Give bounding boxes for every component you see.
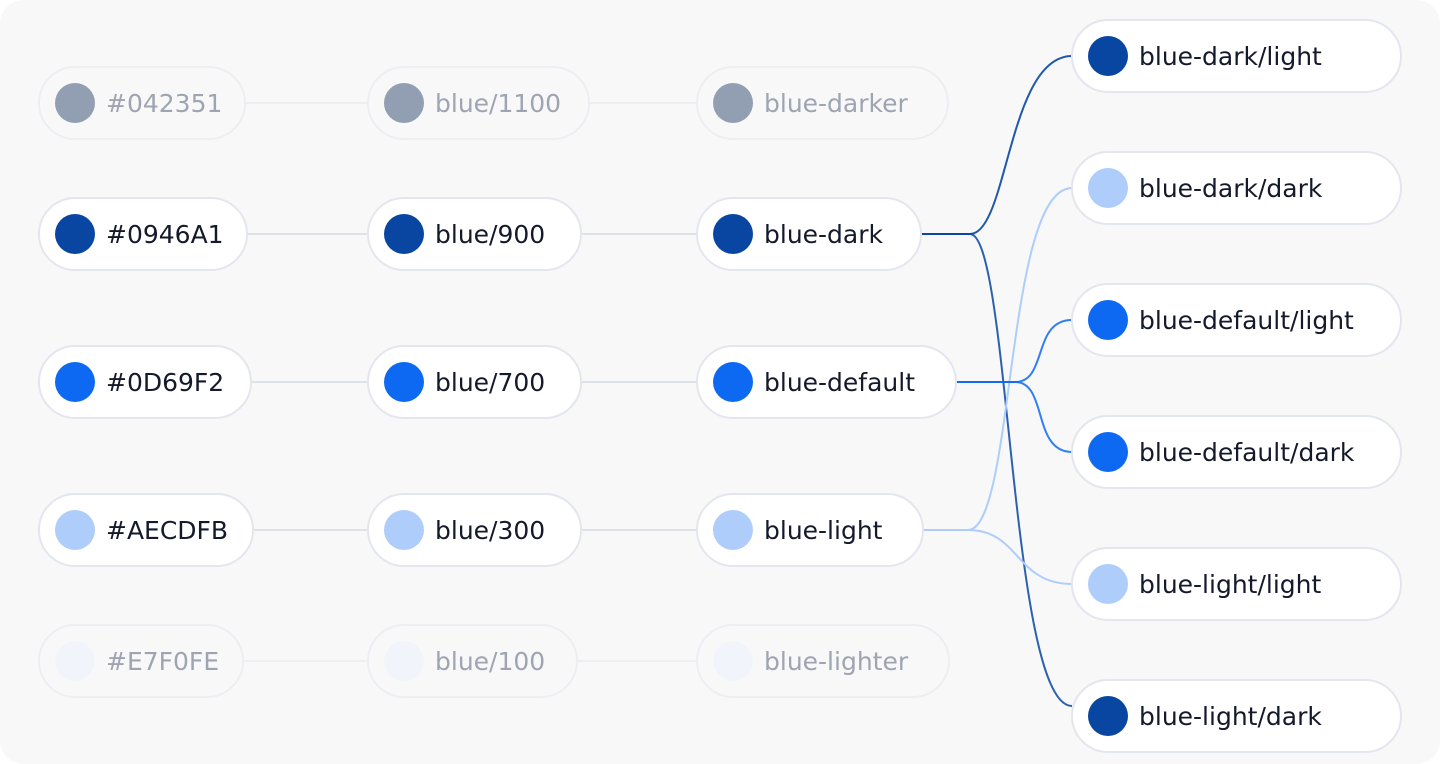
swatch-darker (55, 83, 95, 123)
connector-blue-dark-to-blue-dark-light (922, 55, 1073, 235)
token-node-darker[interactable]: blue-darker (696, 66, 949, 140)
swatch-theme (1088, 432, 1128, 472)
swatch-lighter (55, 641, 95, 681)
palette-label-light: blue/300 (435, 515, 546, 545)
hex-label-lighter: #E7F0FE (106, 646, 220, 676)
theme-label: blue-dark/dark (1139, 173, 1323, 203)
swatch-lighter (384, 641, 424, 681)
token-label-light: blue-light (764, 515, 883, 545)
swatch-darker (713, 83, 753, 123)
palette-label-darker: blue/1100 (435, 88, 562, 118)
token-label-lighter: blue-lighter (764, 646, 909, 676)
swatch-theme (1088, 564, 1128, 604)
swatch-theme (1088, 168, 1128, 208)
token-label-dark: blue-dark (764, 219, 884, 249)
token-node-lighter[interactable]: blue-lighter (696, 624, 950, 698)
token-node-dark[interactable]: blue-dark (696, 197, 922, 271)
theme-label: blue-dark/light (1139, 41, 1322, 71)
swatch-darker (384, 83, 424, 123)
swatch-light (384, 510, 424, 550)
palette-label-dark: blue/900 (435, 219, 546, 249)
hex-node-dark[interactable]: #0946A1 (38, 197, 248, 271)
palette-label-default: blue/700 (435, 367, 546, 397)
swatch-default (55, 362, 95, 402)
swatch-theme (1088, 300, 1128, 340)
connector-blue-default-to-blue-default-dark (957, 381, 1073, 453)
connector-blue-light-to-blue-dark-dark (924, 187, 1073, 531)
swatch-dark (55, 214, 95, 254)
hex-node-darker[interactable]: #042351 (38, 66, 246, 140)
hex-node-default[interactable]: #0D69F2 (38, 345, 252, 419)
swatch-light (55, 510, 95, 550)
token-node-default[interactable]: blue-default (696, 345, 957, 419)
hex-node-light[interactable]: #AECDFB (38, 493, 254, 567)
theme-label: blue-default/dark (1139, 437, 1355, 467)
hex-label-light: #AECDFB (106, 515, 229, 545)
swatch-dark (713, 214, 753, 254)
hex-label-dark: #0946A1 (106, 219, 224, 249)
swatch-light (713, 510, 753, 550)
theme-label: blue-default/light (1139, 305, 1354, 335)
swatch-theme (1088, 696, 1128, 736)
theme-connectors (922, 55, 1073, 707)
palette-node-light[interactable]: blue/300 (367, 493, 582, 567)
token-label-default: blue-default (764, 367, 916, 397)
palette-node-default[interactable]: blue/700 (367, 345, 582, 419)
swatch-theme (1088, 36, 1128, 76)
palette-node-darker[interactable]: blue/1100 (367, 66, 590, 140)
palette-label-lighter: blue/100 (435, 646, 546, 676)
palette-node-dark[interactable]: blue/900 (367, 197, 582, 271)
swatch-default (384, 362, 424, 402)
theme-label: blue-light/light (1139, 569, 1322, 599)
theme-node-blue-default-dark[interactable]: blue-default/dark (1071, 415, 1402, 489)
palette-node-lighter[interactable]: blue/100 (367, 624, 578, 698)
theme-node-blue-light-light[interactable]: blue-light/light (1071, 547, 1402, 621)
connector-blue-light-to-blue-light-light (924, 529, 1073, 585)
swatch-lighter (713, 641, 753, 681)
theme-node-blue-dark-dark[interactable]: blue-dark/dark (1071, 151, 1402, 225)
token-label-darker: blue-darker (764, 88, 908, 118)
row-connectors (244, 102, 697, 662)
connector-blue-dark-to-blue-light-dark (922, 233, 1073, 707)
theme-label: blue-light/dark (1139, 701, 1322, 731)
theme-node-blue-default-light[interactable]: blue-default/light (1071, 283, 1402, 357)
hex-node-lighter[interactable]: #E7F0FE (38, 624, 244, 698)
hex-label-darker: #042351 (106, 88, 223, 118)
theme-node-blue-dark-light[interactable]: blue-dark/light (1071, 19, 1402, 93)
token-node-light[interactable]: blue-light (696, 493, 924, 567)
swatch-default (713, 362, 753, 402)
hex-label-default: #0D69F2 (106, 367, 225, 397)
theme-node-blue-light-dark[interactable]: blue-light/dark (1071, 679, 1402, 753)
swatch-dark (384, 214, 424, 254)
